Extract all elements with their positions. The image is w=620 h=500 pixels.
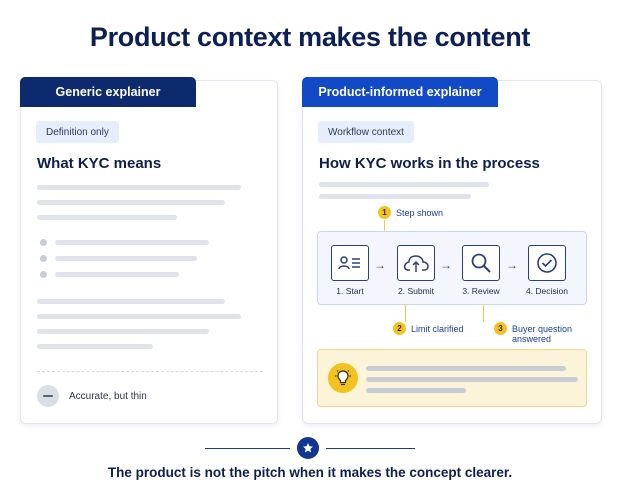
callout-connector — [384, 220, 385, 232]
placeholder-line — [55, 240, 209, 245]
placeholder-line — [55, 256, 197, 261]
workflow-steps-box: → → → 1. Start 2. Submit 3. Review 4. De — [317, 231, 587, 305]
placeholder-line — [366, 388, 466, 393]
placeholder-line — [319, 182, 489, 187]
arrow-right-icon: → — [374, 258, 386, 272]
generic-explainer-tab: Generic explainer — [20, 77, 196, 107]
placeholder-line — [37, 215, 177, 220]
product-informed-explainer-card: Product-informed explainer Workflow cont… — [302, 77, 602, 424]
cloud-upload-icon — [397, 245, 435, 281]
magnifier-icon — [462, 245, 500, 281]
page-title: Product context makes the content — [89, 22, 531, 52]
placeholder-line — [37, 329, 209, 334]
placeholder-line — [55, 272, 179, 277]
bullet-dot — [40, 255, 47, 262]
step-label-review: 3. Review — [462, 286, 500, 296]
left-card-heading: What KYC means — [37, 155, 162, 172]
placeholder-line — [37, 185, 241, 190]
left-card-footer-text: Accurate, but thin — [69, 391, 147, 402]
bullet-dot — [40, 239, 47, 246]
callout-badge-1: 1 — [378, 206, 391, 219]
placeholder-line — [366, 366, 566, 371]
footer-rule-left — [205, 448, 290, 449]
placeholder-line — [37, 344, 153, 349]
arrow-right-icon: → — [440, 258, 452, 272]
arrow-right-icon: → — [506, 258, 518, 272]
star-icon — [297, 437, 319, 459]
workflow-context-pill: Workflow context — [318, 121, 414, 143]
right-card-heading: How KYC works in the process — [319, 155, 540, 172]
placeholder-line — [37, 314, 241, 319]
product-informed-explainer-tab: Product-informed explainer — [302, 77, 498, 107]
dashed-divider — [37, 371, 263, 372]
placeholder-line — [366, 377, 578, 382]
placeholder-line — [37, 299, 225, 304]
placeholder-line — [37, 200, 225, 205]
check-circle-icon — [528, 245, 566, 281]
minus-icon — [37, 385, 59, 407]
callout-connector — [483, 305, 484, 322]
callout-badge-3: 3 — [494, 322, 507, 335]
callout-badge-2: 2 — [393, 322, 406, 335]
callout-text-buyer-question: Buyer question answered — [512, 324, 573, 344]
callout-text-step-shown: Step shown — [396, 208, 444, 218]
callout-connector — [405, 305, 406, 322]
step-label-decision: 4. Decision — [525, 286, 569, 296]
placeholder-line — [319, 194, 471, 199]
callout-text-limit-clarified: Limit clarified — [411, 324, 464, 334]
id-card-icon — [331, 245, 369, 281]
footer-rule-right — [326, 448, 415, 449]
tip-box — [317, 349, 587, 407]
footer-caption: The product is not the pitch when it mak… — [107, 465, 513, 480]
step-label-submit: 2. Submit — [398, 286, 434, 296]
definition-only-pill: Definition only — [36, 121, 119, 143]
bullet-dot — [40, 271, 47, 278]
step-label-start: 1. Start — [336, 286, 364, 296]
generic-explainer-card: Generic explainer Definition only What K… — [20, 77, 278, 424]
lightbulb-icon — [328, 363, 358, 393]
